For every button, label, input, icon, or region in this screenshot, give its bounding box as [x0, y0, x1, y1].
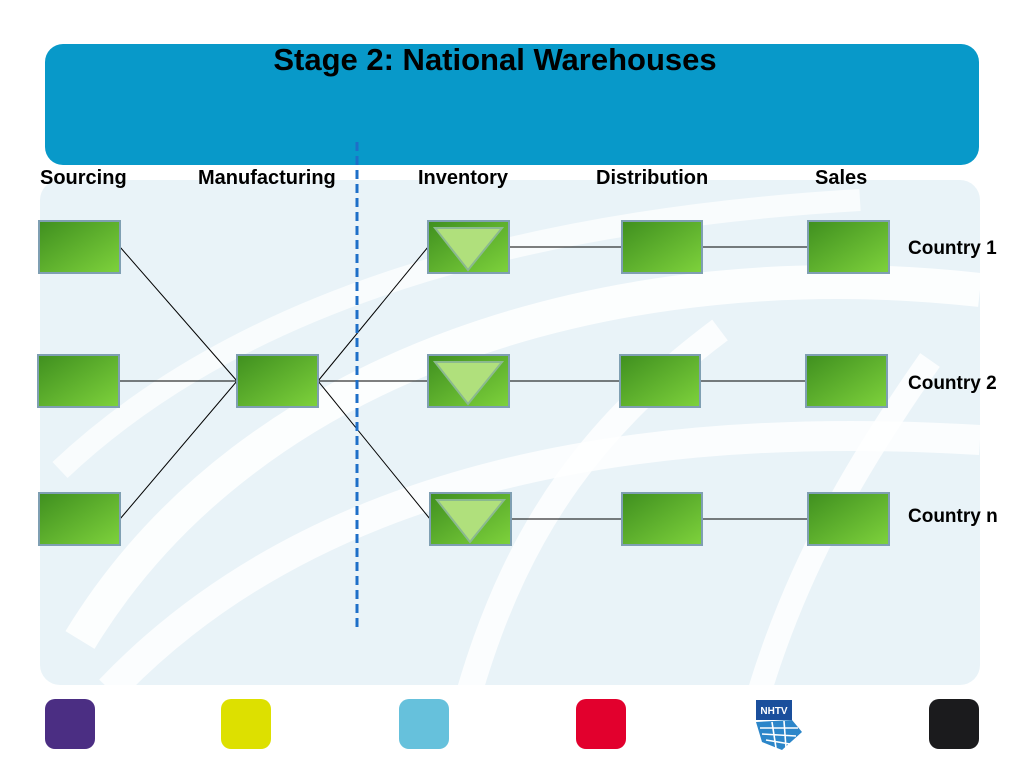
- connector-line: [317, 380, 431, 520]
- sales-node-3: [807, 492, 890, 546]
- stage-label-distribution: Distribution: [596, 167, 709, 189]
- swatch-black: [929, 699, 979, 749]
- swatch-yellow: [221, 699, 271, 749]
- distribution-node-1: [621, 220, 703, 274]
- country-label-2: Country 2: [908, 373, 997, 394]
- stage-label-manufacturing: Manufacturing: [198, 167, 336, 189]
- swatch-purple: [45, 699, 95, 749]
- warehouse-triangle-icon: [432, 361, 505, 406]
- stage-label-inventory: Inventory: [418, 167, 509, 189]
- stage-label-sourcing: Sourcing: [40, 167, 127, 189]
- connector-line: [119, 246, 238, 382]
- header-bar: [45, 44, 979, 165]
- country-label-1: Country 1: [908, 238, 997, 259]
- distribution-node-3: [621, 492, 703, 546]
- manufacturing-node: [236, 354, 319, 408]
- nhtv-logo-text: NHTV: [760, 706, 788, 717]
- slide-title: Stage 2: National Warehouses: [273, 42, 717, 77]
- sourcing-node-1: [38, 220, 121, 274]
- sourcing-node-2: [37, 354, 120, 408]
- stage-label-sales: Sales: [815, 167, 868, 189]
- warehouse-triangle-icon: [432, 227, 505, 272]
- sourcing-node-3: [38, 492, 121, 546]
- warehouse-triangle-icon: [434, 499, 507, 544]
- distribution-node-2: [619, 354, 701, 408]
- country-label-n: Country n: [908, 506, 998, 527]
- connector-line: [317, 246, 429, 382]
- nhtv-logo: NHTV: [756, 700, 802, 750]
- connector-line: [119, 380, 238, 520]
- sales-node-2: [805, 354, 888, 408]
- swatch-red: [576, 699, 626, 749]
- swatch-light-blue: [399, 699, 449, 749]
- sales-node-1: [807, 220, 890, 274]
